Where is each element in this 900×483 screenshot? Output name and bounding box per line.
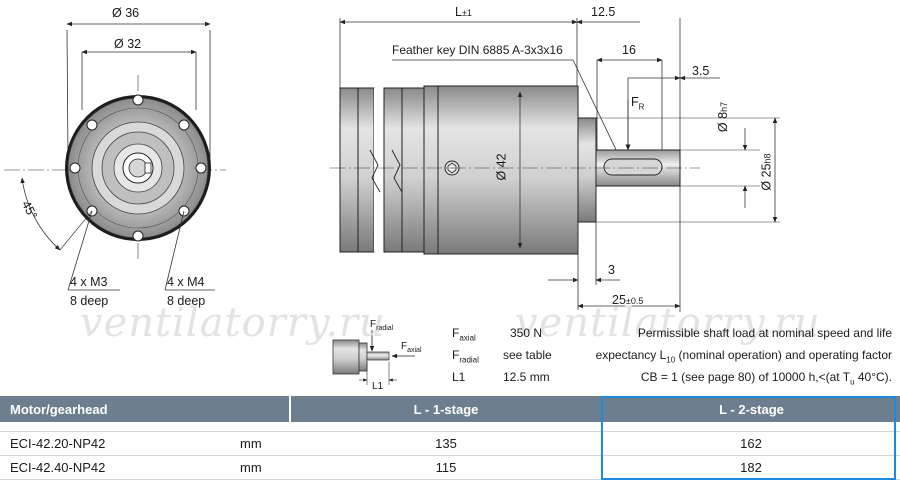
unit-cell: mm (230, 455, 290, 480)
stage1-cell: 115 (290, 455, 602, 480)
spec-symbol: Fradial (452, 348, 479, 365)
length-table: Motor/gearhead L - 1-stage L - 2-stage E… (0, 396, 900, 480)
dim-3-5: 3.5 (692, 64, 710, 78)
thread-label-right: 4 x M4 (167, 275, 205, 289)
unit-cell: mm (230, 431, 290, 456)
depth-label-right: 8 deep (167, 294, 206, 308)
technical-drawing (4, 18, 780, 385)
side-view (330, 18, 780, 312)
spec-symbol: Faxial (452, 326, 476, 343)
dim-diameter-42: Ø 42 (494, 153, 509, 181)
feather-key-label: Feather key DIN 6885 A-3x3x16 (392, 43, 563, 57)
header-l-1-stage: L - 1-stage (290, 396, 603, 422)
watermark-left: ventilatorry.ru (80, 300, 386, 346)
table-header-row: Motor/gearhead L - 1-stage L - 2-stage (0, 396, 900, 422)
spec-value: see table (503, 348, 552, 362)
header-l-2-stage: L - 2-stage (602, 396, 900, 422)
spec-value: 350 N (510, 326, 543, 340)
diagram-l1: L1 (372, 381, 384, 392)
model-cell: ECI-42.40-NP42 (0, 455, 230, 480)
front-view (4, 21, 226, 291)
dim-25: 25±0.5 (612, 293, 644, 307)
depth-label-left: 8 deep (70, 294, 109, 308)
force-radial-label: FR (631, 95, 645, 112)
stage1-cell: 135 (290, 431, 602, 456)
model-cell: ECI-42.20-NP42 (0, 431, 230, 456)
watermark-right: ventilatorry.ru (515, 300, 821, 346)
diagram-f-axial: Faxial (401, 341, 422, 354)
note-line-1: Permissible shaft load at nominal speed … (637, 326, 892, 340)
stage2-cell: 182 (602, 455, 900, 480)
spec-symbol: L1 (452, 370, 466, 384)
note-line-3: CB = 1 (see page 80) of 10000 h,<(at Tu … (640, 370, 892, 387)
thread-label-left: 4 x M3 (70, 275, 108, 289)
dim-outer-diameter: Ø 36 (112, 6, 140, 20)
dim-inner-diameter: Ø 32 (114, 37, 142, 51)
header-motor-gearhead: Motor/gearhead (0, 396, 291, 422)
note-line-2: expectancy L10 (nominal operation) and o… (595, 348, 892, 365)
table-spacer-row (0, 422, 900, 432)
dim-diameter-8: Ø 8h7 (716, 101, 731, 133)
stage2-cell: 162 (602, 431, 900, 456)
dim-12-5: 12.5 (591, 5, 616, 19)
dim-16: 16 (622, 43, 636, 57)
load-diagram (332, 330, 415, 385)
table-row: ECI-42.40-NP42 mm 115 182 (0, 455, 900, 480)
dim-length: L±1 (455, 5, 472, 19)
table-row: ECI-42.20-NP42 mm 135 162 (0, 431, 900, 456)
dim-3: 3 (608, 263, 615, 277)
spec-value: 12.5 mm (503, 370, 550, 384)
dim-diameter-25: Ø 25h8 (759, 153, 774, 191)
diagram-f-radial: Fradial (370, 319, 394, 332)
